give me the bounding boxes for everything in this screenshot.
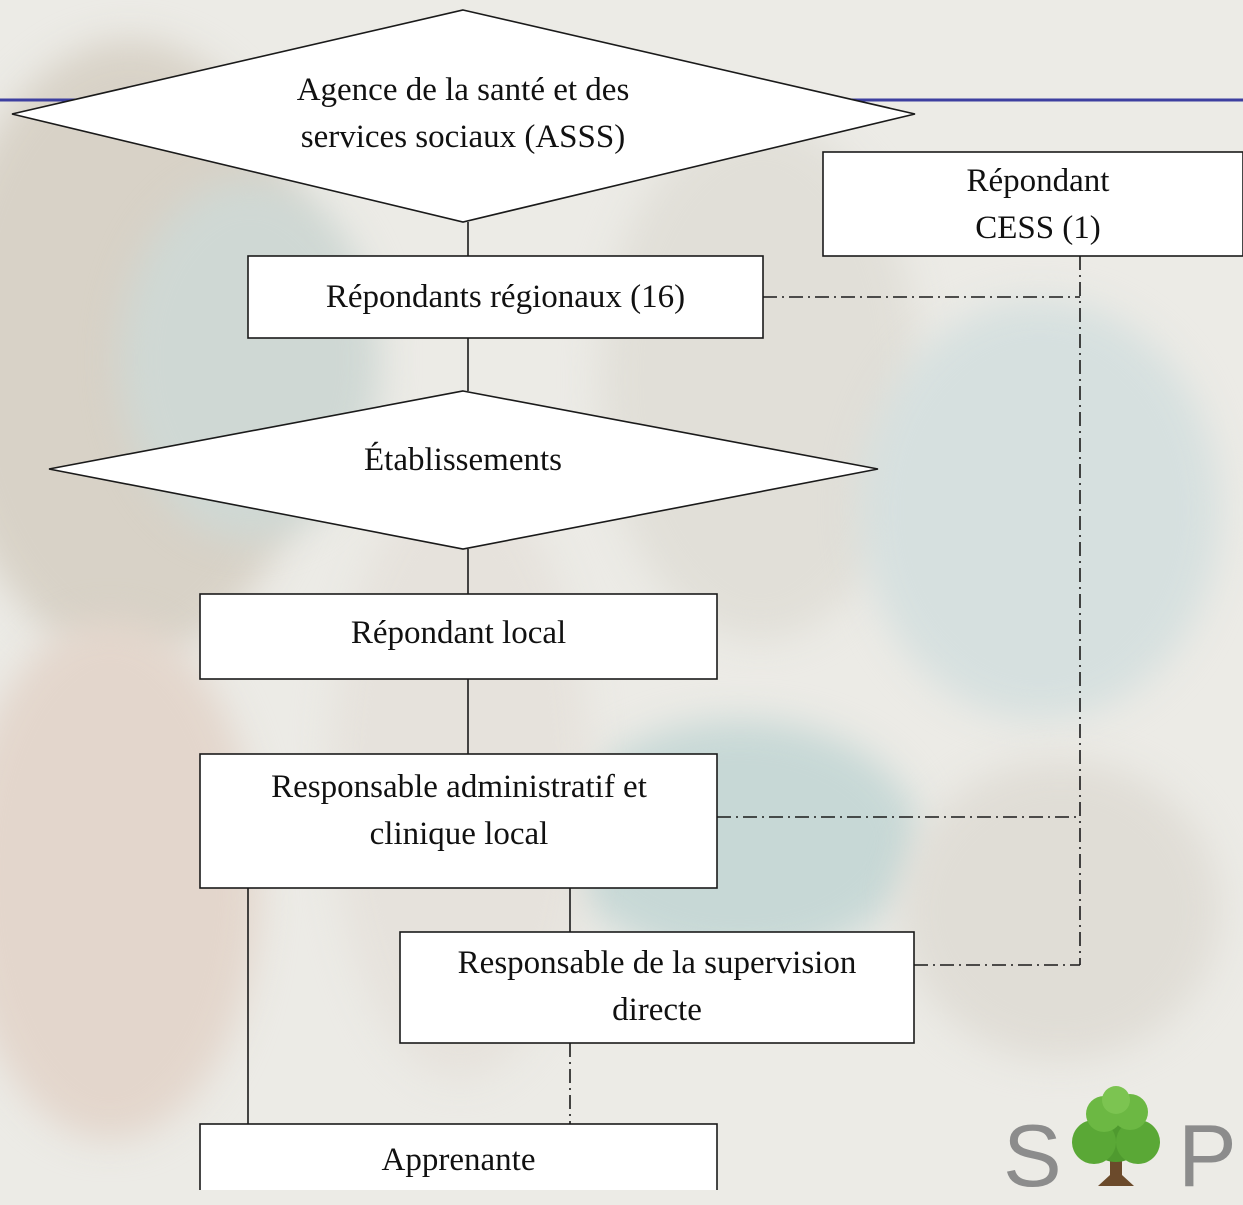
regionaux-label: Répondants régionaux (16) <box>325 278 686 315</box>
supervision-box <box>399 931 915 1044</box>
local-box <box>199 593 718 680</box>
asss-diamond <box>11 9 916 223</box>
tree-icon <box>1072 1086 1160 1186</box>
admin-label: Responsable administratif et clinique lo… <box>271 769 647 852</box>
apprenante-label: Apprenante <box>381 1141 536 1178</box>
cess-label: Répondant CESS (1) <box>966 163 1110 246</box>
apprenante-box <box>199 1123 718 1190</box>
regionaux-box <box>247 255 764 339</box>
etablissements-diamond <box>48 390 879 550</box>
dashdot-connectors <box>569 256 1081 1124</box>
solid-connectors <box>247 222 571 1124</box>
asss-label: Agence de la santé et des services socia… <box>296 72 630 155</box>
admin-box <box>199 753 718 889</box>
logo-letter-s: S <box>1003 1106 1062 1205</box>
supervision-label: Responsable de la supervision directe <box>457 945 857 1028</box>
logo-letter-p: P <box>1178 1106 1237 1205</box>
cess-box <box>822 151 1243 257</box>
local-label: Répondant local <box>350 614 567 651</box>
etablissements-label: Établissements <box>364 441 562 478</box>
